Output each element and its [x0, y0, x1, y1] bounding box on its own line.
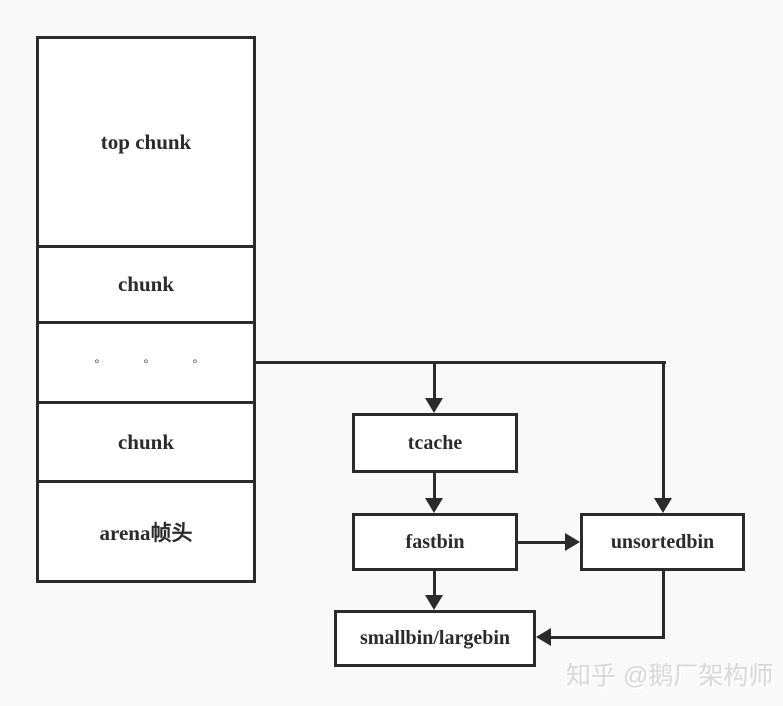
memory-stack: top chunk chunk ◦ ◦ ◦ chunk arena帧头 [36, 36, 256, 583]
memory-cell-chunk-1: chunk [39, 248, 253, 324]
memory-cell-label: top chunk [100, 129, 192, 154]
memory-cell-chunk-2: chunk [39, 404, 253, 483]
arrowhead-into-smallbin-top [425, 595, 443, 610]
arrowhead-into-smallbin-right [536, 628, 551, 646]
memory-cell-ellipsis: ◦ ◦ ◦ [39, 324, 253, 404]
connector-branch-to-unsortedbin [662, 361, 665, 499]
connector-stack-branch-horizontal [256, 361, 666, 364]
connector-fastbin-to-smallbin [433, 571, 436, 596]
arrowhead-into-tcache [425, 398, 443, 413]
node-tcache: tcache [352, 413, 518, 473]
memory-cell-label: chunk [117, 272, 175, 296]
connector-unsortedbin-down [662, 571, 665, 639]
node-unsortedbin: unsortedbin [580, 513, 745, 571]
node-label: smallbin/largebin [359, 627, 511, 649]
arrowhead-fastbin-to-unsortedbin [565, 533, 580, 551]
ellipsis-dots: ◦ ◦ ◦ [94, 354, 218, 370]
memory-cell-label: chunk [117, 429, 175, 454]
memory-cell-arena-header: arena帧头 [39, 483, 253, 580]
memory-cell-label: arena帧头 [99, 520, 193, 545]
connector-branch-to-tcache [433, 361, 436, 401]
node-label: fastbin [405, 530, 465, 553]
connector-tcache-to-fastbin [433, 473, 436, 499]
arrowhead-into-unsortedbin [654, 498, 672, 513]
connector-unsortedbin-to-smallbin [551, 636, 665, 639]
node-label: unsortedbin [610, 530, 715, 553]
node-smallbin-largebin: smallbin/largebin [334, 610, 536, 667]
node-fastbin: fastbin [352, 513, 518, 571]
node-label: tcache [407, 431, 463, 454]
arrowhead-into-fastbin [425, 498, 443, 513]
memory-cell-top-chunk: top chunk [39, 39, 253, 248]
connector-fastbin-to-unsortedbin [518, 541, 566, 544]
zhihu-watermark: 知乎 @鹅厂架构师 [566, 662, 774, 690]
